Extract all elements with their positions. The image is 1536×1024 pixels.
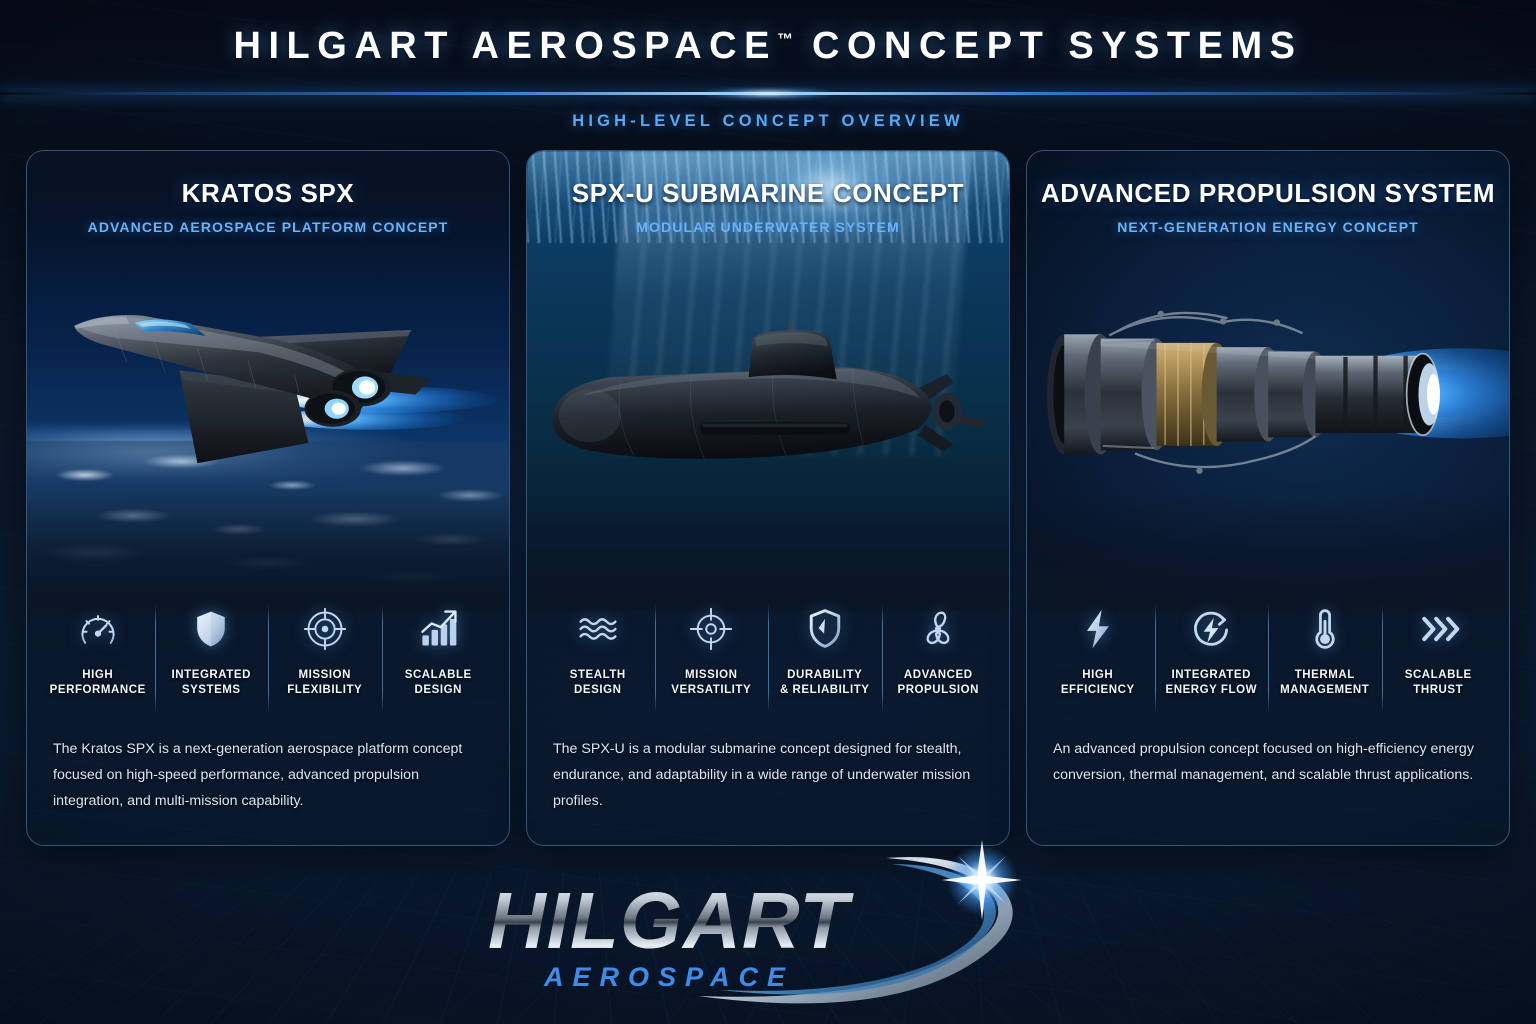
page-title-tail: CONCEPT SYSTEMS: [793, 25, 1303, 67]
feature-integrated-systems[interactable]: INTEGRATED SYSTEMS: [154, 598, 269, 718]
hero-bottom-fade: [527, 491, 1009, 611]
card-header: KRATOS SPX ADVANCED AEROSPACE PLATFORM C…: [27, 151, 509, 235]
hero-bottom-fade: [1027, 491, 1509, 611]
card-description: The Kratos SPX is a next-generation aero…: [53, 741, 463, 809]
feature-label: MISSION FLEXIBILITY: [287, 669, 363, 696]
hero-top-fade: [27, 151, 509, 281]
header-divider-hotspot: [673, 85, 863, 102]
engine-illustration: [1032, 261, 1509, 528]
feature-advanced-propulsion[interactable]: ADVANCED PROPULSION: [881, 598, 996, 718]
thermometer-icon: [1303, 604, 1347, 654]
hero-bottom-fade: [27, 491, 509, 611]
feature-label: ADVANCED PROPULSION: [897, 669, 980, 696]
feature-label: SCALABLE THRUST: [1404, 669, 1472, 696]
feature-thermal-management[interactable]: THERMAL MANAGEMENT: [1268, 598, 1382, 718]
feature-label: MISSION VERSATILITY: [671, 669, 752, 696]
feature-scalable-thrust[interactable]: SCALABLE THRUST: [1381, 598, 1496, 718]
page-subtitle: HIGH-LEVEL CONCEPT OVERVIEW: [572, 112, 964, 130]
bolt-icon: [1076, 604, 1120, 654]
card-description: An advanced propulsion concept focused o…: [1053, 741, 1474, 783]
card-header: ADVANCED PROPULSION SYSTEM NEXT-GENERATI…: [1027, 151, 1509, 235]
card-header: SPX-U SUBMARINE CONCEPT MODULAR UNDERWAT…: [527, 151, 1009, 235]
feature-label: INTEGRATED SYSTEMS: [171, 669, 251, 696]
aircraft-illustration: [56, 248, 499, 515]
feature-row: HIGH PERFORMANCE INTEGRATED S: [27, 598, 509, 718]
crosshair-icon: [689, 604, 733, 654]
trademark-symbol: ™: [776, 31, 794, 49]
submarine-illustration: [537, 303, 1000, 533]
crosshair-icon: [303, 604, 347, 654]
card-title: SPX-U SUBMARINE CONCEPT: [571, 178, 965, 208]
page-header: HILGART AEROSPACE™ CONCEPT SYSTEMS HIGH-…: [0, 0, 1536, 140]
page-title: HILGART AEROSPACE™ CONCEPT SYSTEMS: [0, 25, 1536, 68]
feature-durability-reliability[interactable]: DURABILITY & RELIABILITY: [768, 598, 882, 718]
feature-stealth-design[interactable]: STEALTH DESIGN: [541, 598, 655, 718]
feature-integrated-energy-flow[interactable]: INTEGRATED ENERGY FLOW: [1154, 598, 1269, 718]
feature-label: THERMAL MANAGEMENT: [1280, 669, 1370, 696]
feature-label: HIGH EFFICIENCY: [1060, 669, 1135, 696]
card-title: ADVANCED PROPULSION SYSTEM: [1040, 178, 1496, 208]
shield-check-icon: [803, 604, 847, 654]
feature-label: INTEGRATED ENERGY FLOW: [1165, 669, 1257, 696]
chevrons-icon: [1416, 604, 1460, 654]
concept-card-kratos-spx[interactable]: KRATOS SPX ADVANCED AEROSPACE PLATFORM C…: [26, 150, 510, 846]
card-description: The SPX-U is a modular submarine concept…: [553, 741, 971, 809]
surface-sun-hotspot: [729, 151, 930, 243]
feature-row: HIGH EFFICIENCY INTEGRATED ENERGY FLOW: [1027, 598, 1509, 718]
waves-icon: [576, 604, 620, 654]
concept-card-grid: KRATOS SPX ADVANCED AEROSPACE PLATFORM C…: [26, 150, 1510, 846]
gauge-icon: [76, 604, 120, 654]
energy-cycle-icon: [1189, 604, 1233, 654]
card-hero-aircraft: [27, 151, 509, 611]
feature-row: STEALTH DESIGN MISSION VERSATILITY: [527, 598, 1009, 718]
feature-label: STEALTH DESIGN: [569, 669, 626, 696]
feature-mission-versatility[interactable]: MISSION VERSATILITY: [654, 598, 769, 718]
brand-logo: HILGART AEROSPACE: [0, 840, 1536, 1014]
feature-label: HIGH PERFORMANCE: [49, 669, 146, 696]
propeller-icon: [916, 604, 960, 654]
shield-icon: [189, 604, 233, 654]
logo-wordmark-text: HILGART: [488, 876, 854, 965]
page-title-main: HILGART AEROSPACE: [233, 25, 777, 67]
feature-scalable-design[interactable]: SCALABLE DESIGN: [381, 598, 496, 718]
feature-mission-flexibility[interactable]: MISSION FLEXIBILITY: [268, 598, 382, 718]
concept-card-advanced-propulsion[interactable]: ADVANCED PROPULSION SYSTEM NEXT-GENERATI…: [1026, 150, 1510, 846]
card-hero-engine: [1027, 151, 1509, 611]
card-subtitle: NEXT-GENERATION ENERGY CONCEPT: [1117, 219, 1419, 235]
card-title: KRATOS SPX: [181, 178, 355, 208]
feature-high-efficiency[interactable]: HIGH EFFICIENCY: [1041, 598, 1155, 718]
feature-label: DURABILITY & RELIABILITY: [779, 669, 870, 696]
feature-label: SCALABLE DESIGN: [404, 669, 472, 696]
growth-chart-icon: [416, 604, 460, 654]
card-subtitle: ADVANCED AEROSPACE PLATFORM CONCEPT: [87, 219, 449, 235]
card-hero-submarine: [527, 151, 1009, 611]
logo-tagline-text: AEROSPACE: [543, 962, 794, 992]
card-subtitle: MODULAR UNDERWATER SYSTEM: [636, 219, 900, 235]
concept-card-spx-u-submarine[interactable]: SPX-U SUBMARINE CONCEPT MODULAR UNDERWAT…: [526, 150, 1010, 846]
feature-high-performance[interactable]: HIGH PERFORMANCE: [41, 598, 155, 718]
